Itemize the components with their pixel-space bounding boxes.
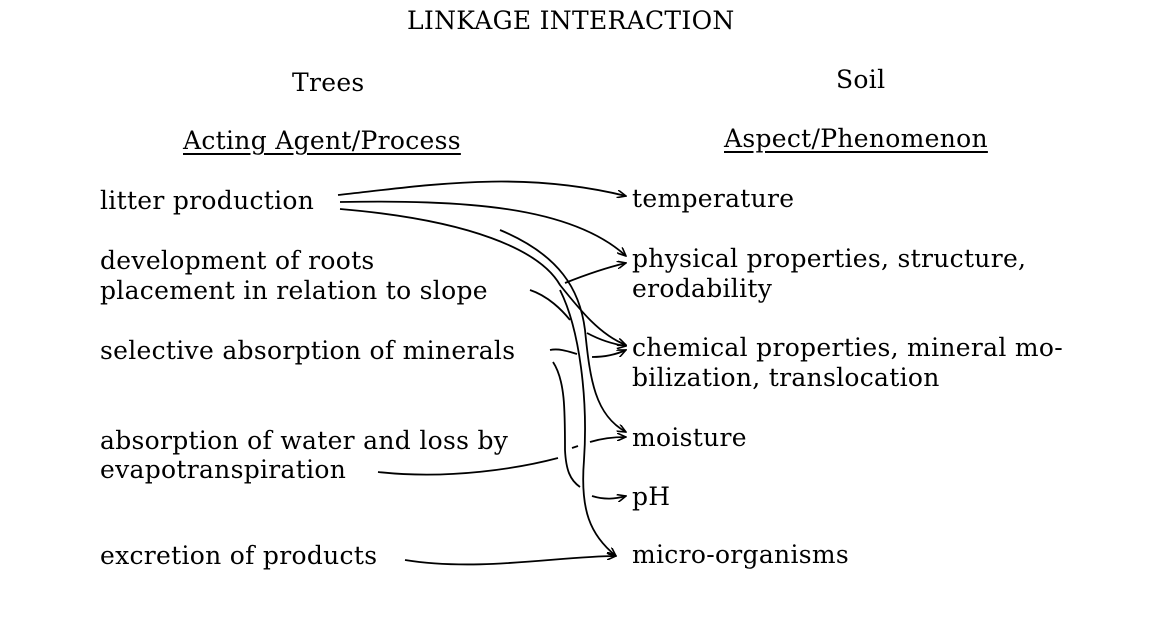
- agent-excretion: excretion of products: [100, 541, 378, 570]
- arrow-excretion-micro: [404, 556, 616, 566]
- arrow-minerals-ph-b: [591, 496, 626, 499]
- arrow-evapo-moisture-c: [589, 437, 626, 443]
- arrow-minerals-chemical-b: [591, 349, 626, 358]
- arrow-minerals-chemical-a: [549, 348, 578, 355]
- aspect-micro-organisms: micro-organisms: [632, 540, 850, 569]
- arrow-litter-moisture: [499, 229, 626, 432]
- aspect-chemical-properties: chemical properties, mineral mo-: [632, 333, 1063, 362]
- aspect-physical-properties: physical properties, structure,: [632, 244, 1027, 273]
- agent-development-of-roots: development of roots: [100, 246, 375, 275]
- diagram-title: LINKAGE INTERACTION: [407, 6, 735, 35]
- aspect-erodability: erodability: [632, 274, 773, 303]
- agent-selective-absorption: selective absorption of minerals: [100, 336, 516, 365]
- right-heading: Soil: [836, 65, 886, 94]
- arrow-evapo-moisture-b: [571, 445, 579, 449]
- left-heading: Trees: [292, 68, 365, 97]
- aspect-temperature: temperature: [632, 184, 795, 213]
- arrow-slope-physical: [564, 263, 626, 284]
- arrow-slope-chemical-b: [586, 332, 626, 346]
- arrow-slope-chemical-a: [529, 289, 571, 321]
- agent-placement-slope: placement in relation to slope: [100, 276, 488, 305]
- aspect-moisture: moisture: [632, 423, 747, 452]
- agent-absorption-water: absorption of water and loss by: [100, 426, 509, 455]
- arrow-litter-chemical: [339, 208, 626, 345]
- arrow-evapo-moisture-a: [377, 457, 559, 476]
- aspect-bilization: bilization, translocation: [632, 363, 940, 392]
- left-subheading: Acting Agent/Process: [183, 126, 461, 155]
- arrow-minerals-ph-a: [552, 361, 581, 488]
- right-subheading: Aspect/Phenomenon: [724, 124, 988, 153]
- agent-litter-production: litter production: [100, 186, 315, 215]
- aspect-ph: pH: [632, 482, 671, 511]
- arrow-litter-physical: [339, 200, 626, 256]
- arrow-litter-temperature: [337, 180, 626, 196]
- arrow-litter-micro: [559, 289, 616, 556]
- agent-evapotranspiration: evapotranspiration: [100, 455, 347, 484]
